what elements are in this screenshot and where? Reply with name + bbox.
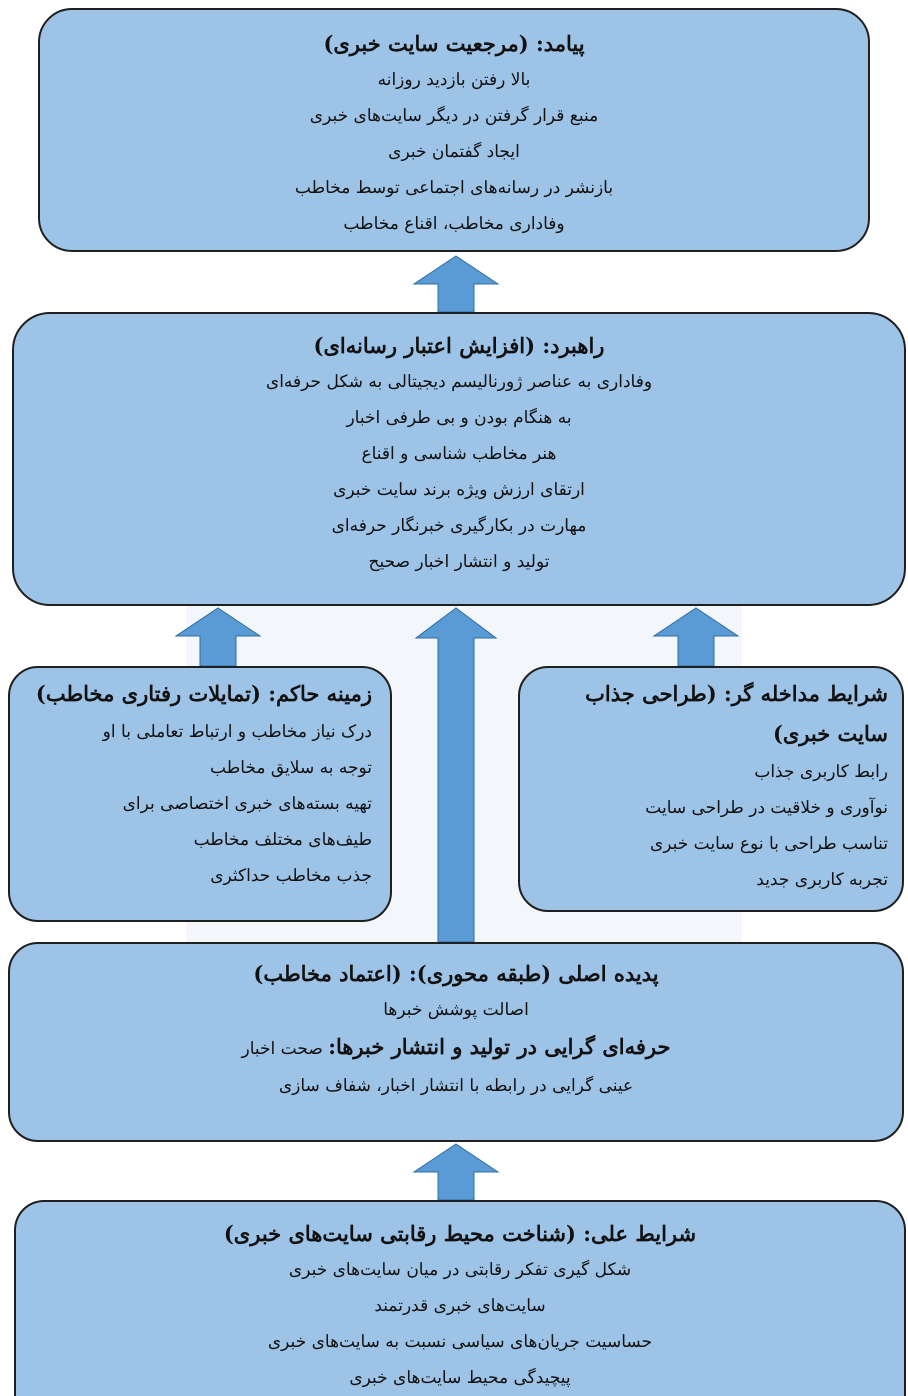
core-item: حرفه‌ای گرایی در تولید و انتشار خبرها: ص… [10,1028,902,1068]
strategy-box: راهبرد: (افزایش اعتبار رسانه‌ای) وفاداری… [12,312,906,606]
arrow-up-icon [174,607,262,667]
outcome-item: وفاداری مخاطب، اقناع مخاطب [343,214,565,234]
arrow-up-icon [652,607,740,667]
outcome-box: پیامد: (مرجعیت سایت خبری) بالا رفتن بازد… [38,8,870,252]
intervening-box: شرایط مداخله گر: (طراحی جذاب سایت خبری) … [518,666,904,912]
strategy-item: وفاداری به عناصر ژورنالیسم دیجیتالی به ش… [265,372,653,392]
strategy-item: ارتقای ارزش ویژه برند سایت خبری [333,480,585,500]
core-title: پدیده اصلی (طبقه محوری): (اعتماد مخاطب) [253,961,659,986]
outcome-item: منبع قرار گرفتن در دیگر سایت‌های خبری [309,106,599,126]
core-phenomenon-box: پدیده اصلی (طبقه محوری): (اعتماد مخاطب) … [8,942,904,1142]
intervening-item: رابط کاربری جذاب [754,762,888,782]
outcome-item: ایجاد گفتمان خبری [388,142,520,162]
intervening-item: تجربه کاربری جدید [756,870,888,890]
outcome-item: بازنشر در رسانه‌های اجتماعی توسط مخاطب [294,178,614,198]
intervening-item: نوآوری و خلاقیت در طراحی سایت [645,798,888,818]
outcome-item: بالا رفتن بازدید روزانه [377,70,531,90]
causal-item: شکل گیری تفکر رقابتی در میان سایت‌های خب… [288,1260,632,1280]
arrow-up-icon [412,1143,500,1201]
context-box: زمینه حاکم: (تمایلات رفتاری مخاطب) درک ن… [8,666,392,922]
arrow-up-icon [412,255,500,313]
strategy-item: مهارت در بکارگیری خبرنگار حرفه‌ای [331,516,587,536]
causal-conditions-box: شرایط علی: (شناخت محیط رقابتی سایت‌های خ… [14,1200,906,1396]
context-item: جذب مخاطب حداکثری [210,866,372,886]
causal-item: حساسیت جریان‌های سیاسی نسبت به سایت‌های … [267,1332,653,1352]
strategy-title: راهبرد: (افزایش اعتبار رسانه‌ای) [313,333,605,358]
outcome-title: پیامد: (مرجعیت سایت خبری) [323,31,585,56]
intervening-title: شرایط مداخله گر: (طراحی جذاب سایت خبری) [585,681,888,746]
context-item: درک نیاز مخاطب و ارتباط تعاملی با او [102,722,372,742]
intervening-item: تناسب طراحی با نوع سایت خبری [649,834,888,854]
causal-title: شرایط علی: (شناخت محیط رقابتی سایت‌های خ… [223,1221,697,1246]
causal-item: سایت‌های خبری قدرتمند [374,1296,546,1316]
core-item-bold: حرفه‌ای گرایی در تولید و انتشار خبرها: [328,1034,671,1059]
core-item-rest: صحت اخبار [241,1039,329,1059]
context-item: تهیه بسته‌های خبری اختصاصی برای [122,794,372,814]
core-item: عینی گرایی در رابطه با انتشار اخبار، شفا… [278,1076,634,1096]
context-item: طیف‌های مختلف مخاطب [193,830,372,850]
causal-item: پیچیدگی محیط سایت‌های خبری [349,1368,571,1388]
strategy-item: به هنگام بودن و بی طرفی اخبار [346,408,572,428]
context-title: زمینه حاکم: (تمایلات رفتاری مخاطب) [35,681,372,706]
strategy-item: تولید و انتشار اخبار صحیح [368,552,550,572]
strategy-item: هنر مخاطب شناسی و اقناع [361,444,557,464]
core-item: اصالت پوشش خبرها [383,1000,529,1020]
long-arrow-up-icon [414,607,498,943]
context-item: توجه به سلایق مخاطب [210,758,372,778]
